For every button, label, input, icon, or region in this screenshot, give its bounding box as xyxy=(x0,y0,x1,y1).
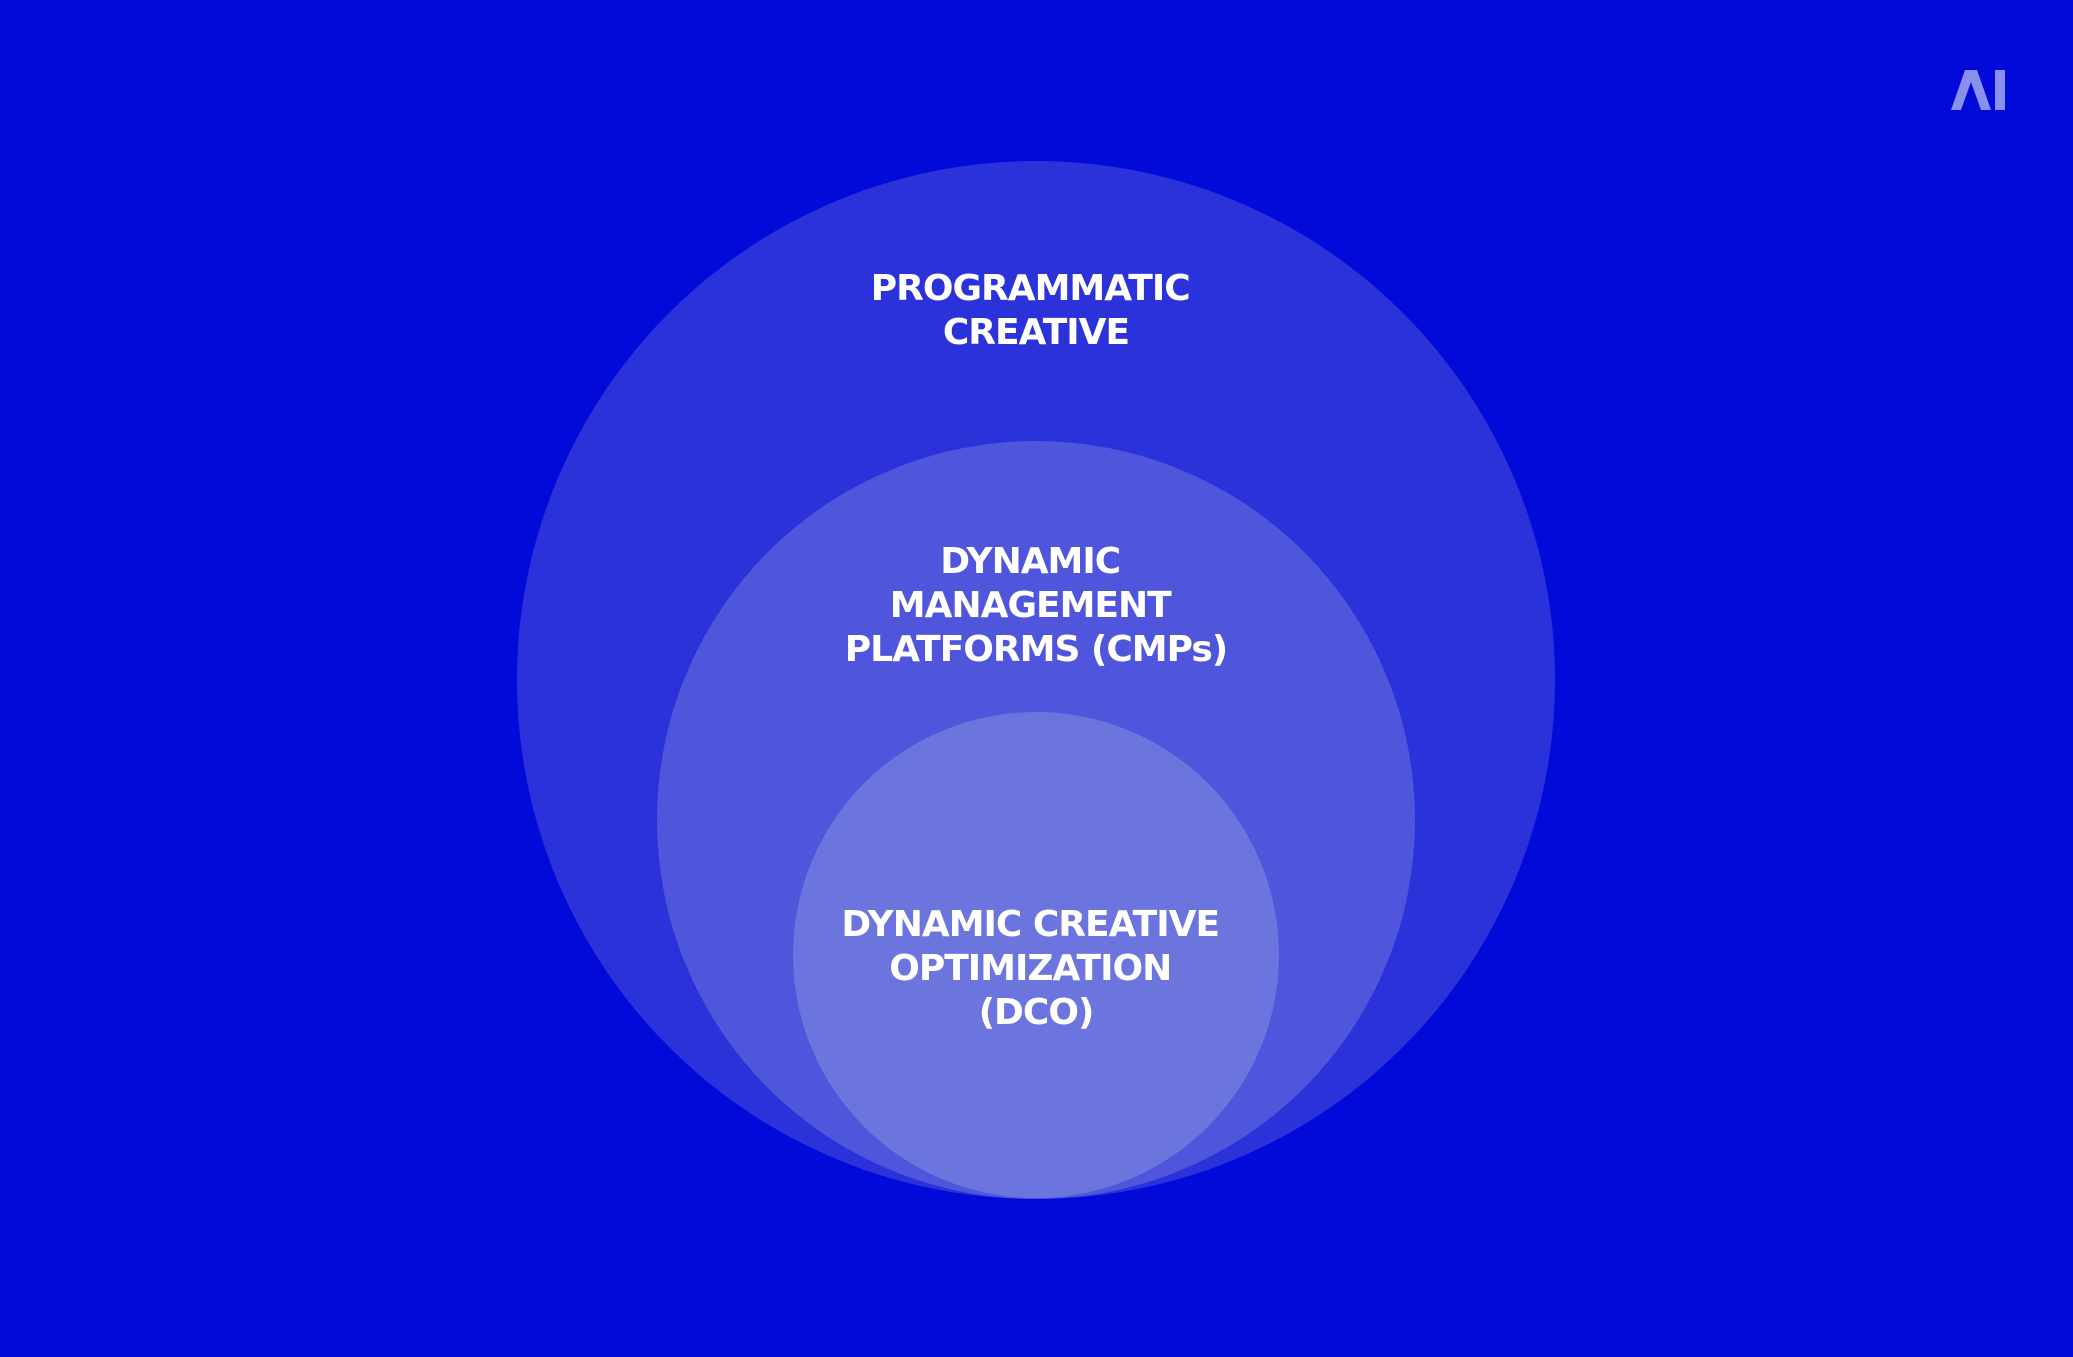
inner-label-line-1: DYNAMIC CREATIVE xyxy=(841,904,1219,945)
inner-circle-label: DYNAMIC CREATIVE OPTIMIZATION (DCO) xyxy=(841,904,1230,1033)
inner-label-line-3: (DCO) xyxy=(979,992,1094,1033)
middle-circle-label: DYNAMIC MANAGEMENT PLATFORMS (CMPs) xyxy=(845,541,1227,670)
inner-circle xyxy=(793,712,1279,1198)
brand-logo-icon xyxy=(1951,70,2005,110)
outer-label-line-1: PROGRAMMATIC xyxy=(871,268,1190,309)
middle-label-line-2: MANAGEMENT xyxy=(890,585,1172,626)
inner-label-line-2: OPTIMIZATION xyxy=(889,948,1171,989)
outer-label-line-2: CREATIVE xyxy=(943,312,1129,353)
middle-label-line-1: DYNAMIC xyxy=(940,541,1120,582)
middle-label-line-3: PLATFORMS (CMPs) xyxy=(845,629,1227,670)
outer-circle-label: PROGRAMMATIC CREATIVE xyxy=(871,268,1201,353)
